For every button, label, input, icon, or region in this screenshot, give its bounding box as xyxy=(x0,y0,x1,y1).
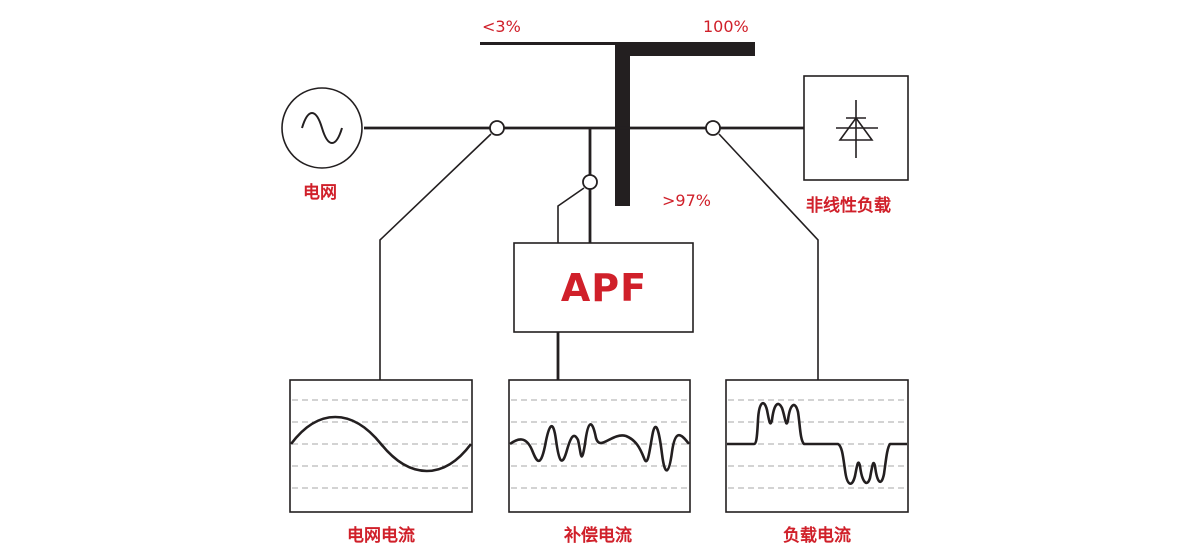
ac-source-icon xyxy=(281,87,363,169)
grid-label: 电网 xyxy=(303,182,337,203)
grid-current-scope xyxy=(289,379,473,513)
apf-label: APF xyxy=(561,266,647,310)
load-current-wave xyxy=(727,401,907,485)
diode-icon xyxy=(836,100,878,158)
compensation-current-label: 补偿电流 xyxy=(563,525,632,546)
compensation-current-scope xyxy=(508,379,691,513)
percent-compensated: >97% xyxy=(662,191,711,210)
grid-scope-lead xyxy=(379,133,492,380)
flow-bar xyxy=(480,42,755,206)
compensation-current-wave xyxy=(509,423,691,472)
load-current-sensor xyxy=(705,120,721,136)
nonlinear-load-label: 非线性负载 xyxy=(806,195,891,216)
apf-current-sensor xyxy=(582,174,598,190)
grid-current-sensor xyxy=(489,120,505,136)
load-current-scope xyxy=(725,379,909,513)
percent-total: 100% xyxy=(703,17,749,36)
load-scope-lead xyxy=(718,133,819,380)
grid-current-label: 电网电流 xyxy=(347,525,415,546)
apf-box xyxy=(513,242,694,333)
percent-fundamental: <3% xyxy=(482,17,521,36)
load-current-label: 负载电流 xyxy=(783,525,851,546)
grid-current-wave xyxy=(289,415,473,473)
apf-sensor-lead xyxy=(557,187,585,243)
